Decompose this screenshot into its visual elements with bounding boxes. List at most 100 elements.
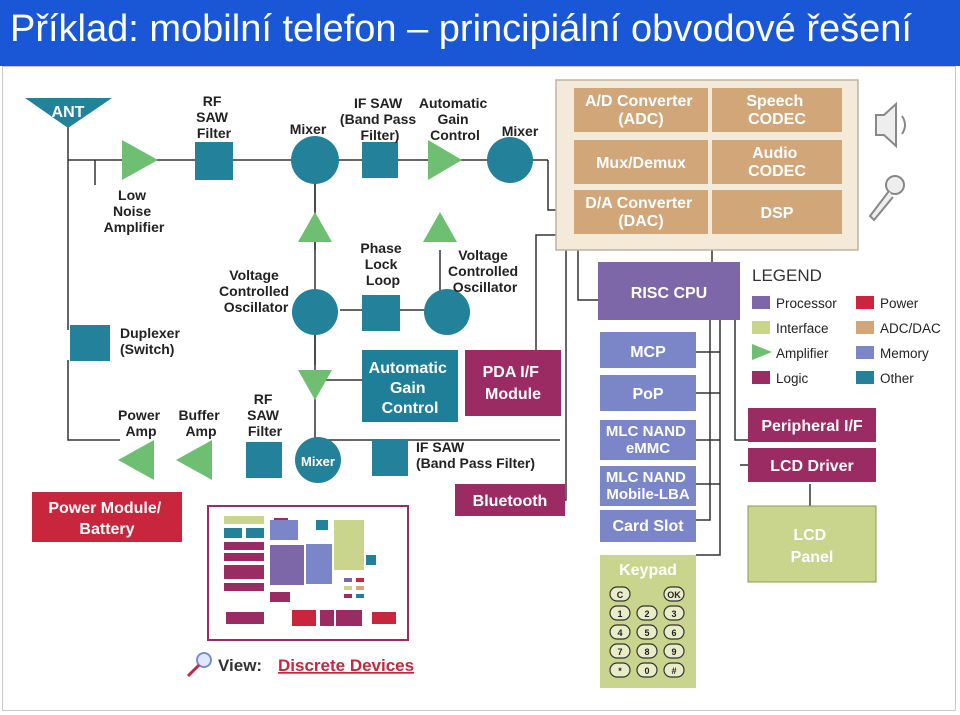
keypad-key-label: 5 [644, 628, 649, 638]
rf-saw-filter-top-label: RF SAW Filter [196, 93, 232, 141]
legend-swatch [856, 321, 874, 334]
lcd-driver-label: LCD Driver [770, 458, 854, 475]
legend-label: Logic [776, 371, 809, 386]
amplifier-down [298, 370, 332, 400]
pda-label: PDA I/F Module [483, 364, 544, 403]
amplifier-up-left [298, 212, 332, 242]
agc-block [362, 350, 458, 422]
vco-left-label: Voltage Controlled Oscillator [219, 267, 293, 315]
card-slot-block [600, 510, 696, 542]
rf-saw-filter-top [195, 142, 233, 180]
speech-codec-label: Speech CODEC [746, 93, 807, 128]
slide-title: Příklad: mobilní telefon – principiální … [10, 8, 912, 50]
keypad-key-label: OK [667, 590, 681, 600]
keypad-label: Keypad [619, 562, 677, 579]
legend-item-power: Power [856, 296, 919, 311]
buffer-amp-label: Buffer Amp [178, 407, 223, 439]
legend-label: Other [880, 371, 914, 386]
legend-swatch [856, 346, 874, 359]
dac-label: D/A Converter (DAC) [585, 195, 696, 230]
mux-label: Mux/Demux [596, 155, 686, 172]
legend-item-interface: Interface [752, 321, 829, 336]
mux-block [574, 140, 708, 184]
lcd-driver-block [748, 448, 876, 482]
keypad-key: * [609, 662, 631, 678]
pop-label: PoP [632, 386, 663, 403]
dsp-label: DSP [761, 205, 794, 222]
mobile-lba-block [600, 466, 696, 506]
card-slot-label: Card Slot [612, 518, 684, 535]
duplexer-label: Duplexer (Switch) [120, 325, 184, 357]
keypad-key-label: C [617, 590, 624, 600]
microphone-icon [868, 175, 905, 222]
phase-lock-loop [362, 295, 400, 331]
legend-title: LEGEND [752, 266, 822, 285]
mcp-block [600, 332, 696, 368]
power-amp-label: Power Amp [118, 407, 164, 439]
keypad-key: OK [663, 586, 685, 602]
view-prefix: View: [218, 656, 262, 675]
legend-swatch [752, 344, 772, 360]
keypad-key-label: 6 [671, 628, 676, 638]
risc-cpu-label: RISC CPU [631, 285, 707, 302]
legend-item-other: Other [856, 371, 914, 386]
legend-swatch [752, 296, 770, 309]
pop-block [600, 375, 696, 411]
pll-label: Phase Lock Loop [360, 240, 405, 288]
keypad-key: C [609, 586, 631, 602]
keypad-key: 3 [663, 605, 685, 621]
legend-item-logic: Logic [752, 371, 809, 386]
discrete-devices-thumbnail[interactable] [207, 505, 409, 641]
adc-label: A/D Converter (ADC) [585, 93, 697, 128]
if-saw-filter-top [362, 142, 398, 178]
keypad-key: 0 [636, 662, 658, 678]
title-bar: Příklad: mobilní telefon – principiální … [0, 0, 960, 66]
magnifier-icon [186, 652, 212, 678]
mobile-lba-label: MLC NAND Mobile-LBA [606, 469, 690, 503]
mixer-top [291, 136, 339, 184]
legend-item-memory: Memory [856, 346, 929, 361]
keypad-key-label: 2 [644, 609, 649, 619]
mcp-label: MCP [630, 344, 666, 361]
audio-codec-block [712, 140, 842, 184]
agc-block-label: Automatic Gain Control [369, 360, 452, 417]
rf-saw-filter-bottom-label: RF SAW Filter [247, 391, 283, 439]
agc-triangle-top [428, 140, 462, 180]
view-discrete-devices-link[interactable]: View: Discrete Devices [186, 652, 414, 678]
speech-codec-block [712, 88, 842, 132]
keypad-key-label: 0 [644, 666, 649, 676]
power-module-label: Power Module/ Battery [48, 500, 165, 538]
keypad-key-label: 3 [671, 609, 676, 619]
keypad-key: 8 [636, 643, 658, 659]
slide-frame [2, 66, 956, 711]
if-saw-bottom-label: IF SAW (Band Pass Filter) [416, 439, 535, 471]
legend-item-amplifier: Amplifier [752, 344, 829, 361]
duplexer-switch [70, 325, 110, 361]
svg-text:ANT: ANT [52, 104, 85, 121]
adc-block [574, 88, 708, 132]
keypad-key-label: 9 [671, 647, 676, 657]
amplifier-up-right [423, 212, 457, 242]
power-amp-triangle [118, 440, 154, 480]
bluetooth-label: Bluetooth [473, 493, 548, 510]
speaker-icon [875, 101, 906, 149]
keypad-key-label: 7 [617, 647, 622, 657]
keypad-key-label: 1 [617, 609, 622, 619]
legend-swatch [752, 321, 770, 334]
keypad-key-label: 4 [617, 628, 622, 638]
emmc-block [600, 420, 696, 460]
bluetooth-block [455, 484, 565, 516]
mixer-top-right [487, 137, 533, 183]
if-saw-top-label: IF SAW (Band Pass Filter) [340, 95, 420, 143]
dac-block [574, 190, 708, 234]
legend-swatch [856, 371, 874, 384]
lcd-panel-label: LCD Panel [791, 527, 834, 566]
keypad-key-label: # [671, 666, 676, 676]
pda-if-module [465, 350, 561, 416]
view-link-text[interactable]: Discrete Devices [278, 656, 414, 675]
keypad-key: 9 [663, 643, 685, 659]
emmc-label: MLC NAND eMMC [606, 423, 690, 457]
dsp-block [712, 190, 842, 234]
legend-swatch [752, 371, 770, 384]
